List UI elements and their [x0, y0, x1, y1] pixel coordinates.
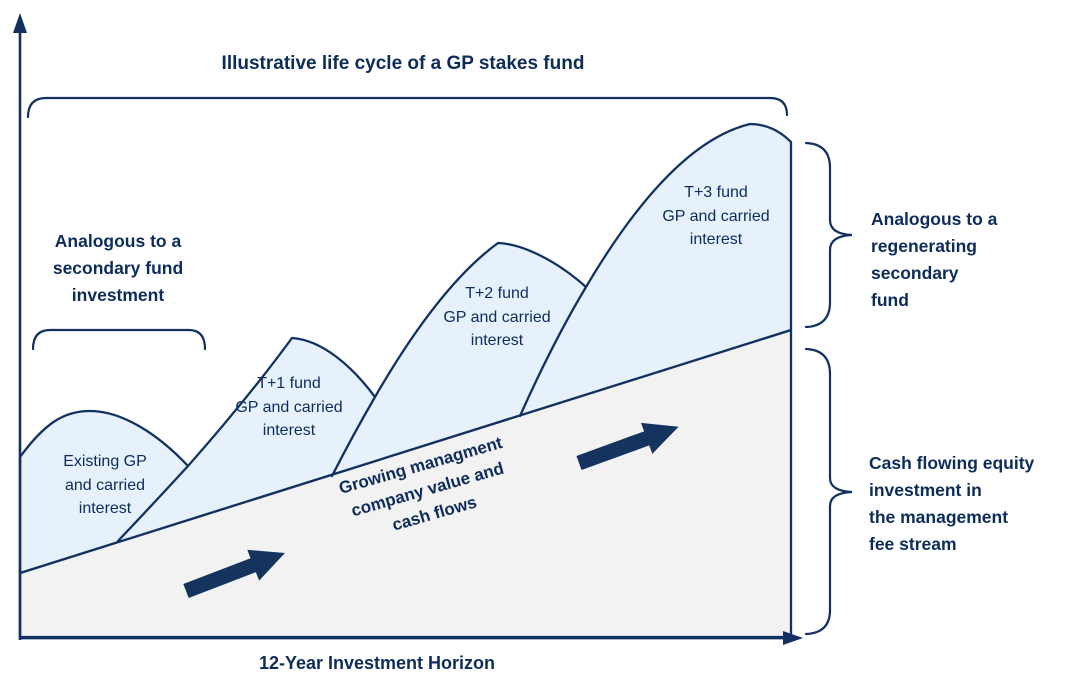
hump-label-t3-fund: T+3 fund GP and carried interest: [662, 184, 770, 248]
right-annotation-fee-stream: Cash flowing equity investment in the ma…: [869, 453, 1035, 554]
growth-arrow-right: [576, 422, 679, 471]
right-annotation-regenerating: Analogous to a regenerating secondary fu…: [871, 209, 998, 310]
title-bracket: [26, 96, 789, 119]
fee-stream-brace: [804, 347, 853, 636]
hump-label-existing-gp: Existing GP and carried interest: [63, 453, 147, 517]
hump-label-t2-fund: T+2 fund GP and carried interest: [443, 285, 551, 349]
y-axis-arrowhead-icon: [13, 13, 27, 33]
left-annotation-label: Analogous to a secondary fund investment: [52, 231, 184, 305]
regenerating-fund-brace: [804, 141, 853, 329]
x-axis-label: 12-Year Investment Horizon: [258, 653, 496, 673]
hump-label-t1-fund: T+1 fund GP and carried interest: [235, 375, 343, 439]
diagram-title: Illustrative life cycle of a GP stakes f…: [221, 53, 585, 74]
x-axis-arrowhead-icon: [783, 631, 803, 645]
growth-arrow-left: [183, 549, 285, 599]
fund-humps-area: [18, 122, 793, 575]
left-annotation-bracket: [31, 328, 207, 351]
